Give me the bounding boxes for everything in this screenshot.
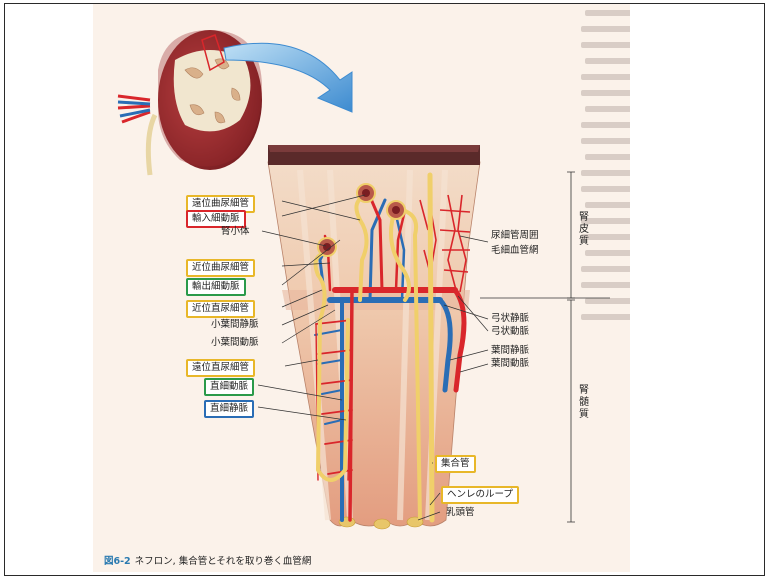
label-interlobular-vein: 小葉間静脈 bbox=[211, 319, 259, 331]
label-capillary-network-line1: 尿細管周囲 bbox=[491, 230, 539, 242]
figure-caption: 図6-2 ネフロン, 集合管とそれを取り巻く血管網 bbox=[104, 553, 311, 567]
label-loop-of-henle: ヘンレのループ bbox=[441, 486, 519, 504]
label-interlobular-artery: 小葉間動脈 bbox=[211, 337, 259, 349]
label-collecting-duct: 集合管 bbox=[435, 455, 476, 473]
label-proximal-tubule: 近位曲尿細管 bbox=[186, 259, 255, 277]
label-arcuate-vein: 弓状静脈 bbox=[491, 313, 529, 325]
zone-label-cortex: 腎皮質 bbox=[578, 212, 590, 248]
label-vasa-recta-artery: 直細動脈 bbox=[204, 378, 254, 396]
figure-number: 図6-2 bbox=[104, 556, 131, 567]
label-papillary-duct: 乳頭管 bbox=[446, 507, 475, 519]
label-interlobar-artery: 葉間動脈 bbox=[491, 358, 529, 370]
label-capillary-network-line2: 毛細血管網 bbox=[491, 245, 539, 257]
label-efferent-arteriole: 輸出細動脈 bbox=[186, 278, 246, 296]
label-arcuate-artery: 弓状動脈 bbox=[491, 326, 529, 338]
label-distal-straight-tubule: 遠位直尿細管 bbox=[186, 359, 255, 377]
zone-label-medulla: 腎髄質 bbox=[578, 385, 590, 421]
label-interlobar-vein: 葉間静脈 bbox=[491, 345, 529, 357]
label-proximal-straight-tubule: 近位直尿細管 bbox=[186, 300, 255, 318]
label-vasa-recta-vein: 直細静脈 bbox=[204, 400, 254, 418]
figure-caption-text: ネフロン, 集合管とそれを取り巻く血管網 bbox=[135, 556, 312, 567]
label-renal-corpuscle: 腎小体 bbox=[221, 226, 250, 238]
